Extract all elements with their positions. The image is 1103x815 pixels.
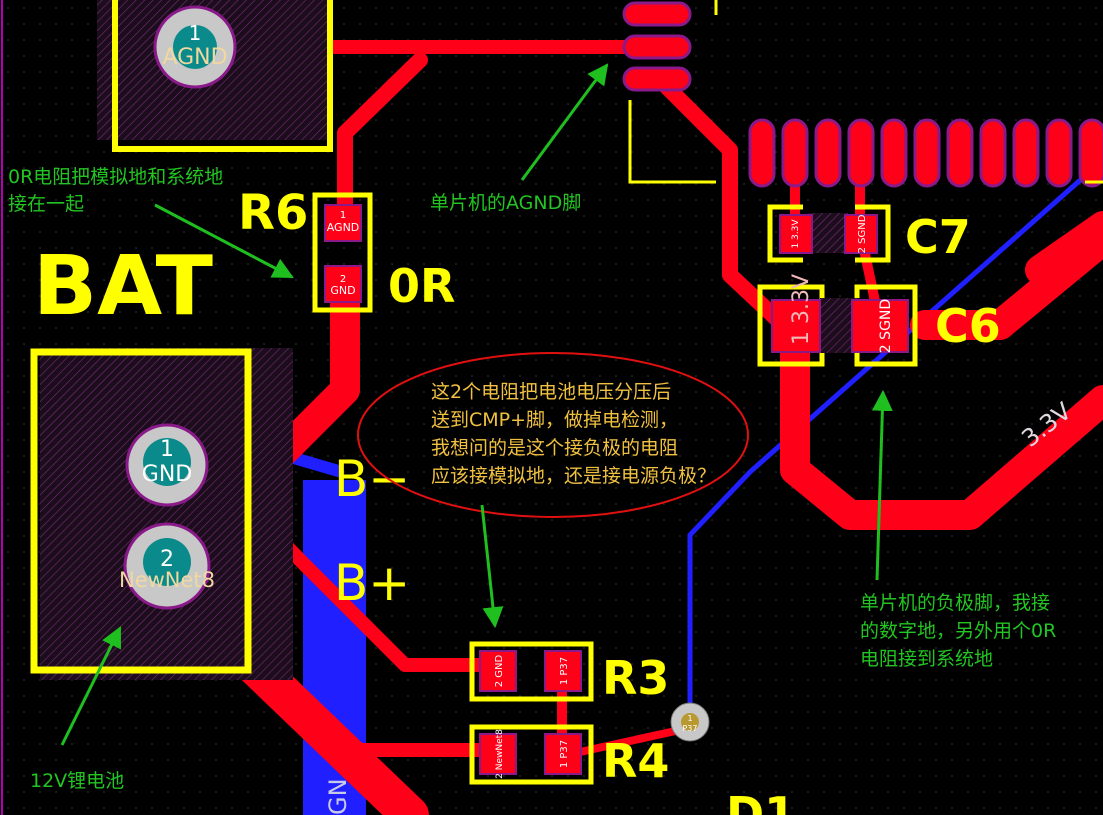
r6-pad-1-net: AGND: [327, 221, 360, 234]
question-line-3: 我想问的是这个接负极的电阻: [431, 437, 678, 459]
annotation-arrows: [60, 63, 893, 746]
b-plus-label: B+: [334, 554, 410, 612]
mcu-pin: [913, 118, 941, 188]
bat-pad-1-net: GND: [142, 462, 192, 487]
mcu-pin: [1012, 118, 1040, 188]
trace-mcu-pin-diag: [652, 72, 788, 330]
mcu-pin: [1078, 118, 1103, 188]
r6-value: 0R: [388, 259, 455, 313]
mcu-pins-left: [622, 1, 692, 92]
bat-pad-1-num: 1: [160, 437, 174, 462]
bat-designator: BAT: [33, 239, 213, 334]
r3-pad-2-text: 2 GND: [494, 654, 505, 687]
trace-agnd-to-r6: [337, 52, 428, 238]
bat-hatch: [40, 348, 293, 680]
c6-designator: C6: [935, 299, 1001, 353]
mcu-pins-bottom: [748, 118, 1103, 188]
c6-pad-1[interactable]: [771, 299, 821, 353]
c7-outline: [855, 204, 891, 263]
c7-pad-1-text: 1 3.3V: [791, 219, 801, 249]
r4-pad-2-text: 2 NewNet8: [495, 729, 505, 779]
bat-pad-2-hole: [143, 538, 191, 586]
mcu-pin: [1045, 118, 1073, 188]
r3-outline: [469, 641, 594, 702]
mcu-pin: [622, 66, 692, 92]
mcu-outline: [628, 100, 716, 184]
r4-designator: R4: [602, 734, 669, 788]
trace-r4-to-via: [576, 726, 684, 756]
r6-pad-2-net: GND: [330, 284, 355, 297]
bat-outline: [30, 348, 252, 674]
agnd-pad-num: 1: [189, 21, 202, 45]
c6-pad-2[interactable]: [851, 299, 909, 353]
arrow-to-battery: [60, 626, 122, 746]
agnd-pad-net: AGND: [162, 45, 227, 70]
trace-net-gnd: GN: [324, 778, 352, 815]
trace-newnet8-to-r4: [293, 688, 507, 757]
r6-note-line-2: 接在一起: [8, 193, 84, 215]
r6-note-line-1: 0R电阻把模拟地和系统地: [8, 166, 223, 188]
r6-pad-2[interactable]: [324, 265, 362, 303]
question-bubble: [357, 352, 749, 518]
via-p37-net: P37: [682, 724, 697, 733]
arrow-to-c6-gnd: [871, 389, 893, 581]
mcu-pin: [880, 118, 908, 188]
mcu-pin: [979, 118, 1007, 188]
question-line-1: 这2个电阻把电池电压分压后: [431, 381, 671, 403]
r3-pad-1[interactable]: [544, 650, 582, 692]
c6-pad-1-text: 1 3.3V: [789, 274, 814, 345]
c7-pad-1[interactable]: [779, 214, 813, 254]
trace-3v3-right: [1025, 211, 1103, 285]
b-minus-label: B−: [334, 450, 410, 508]
gnd-pin-note-line-2: 的数字地，另外用个0R: [860, 620, 1056, 642]
gnd-pin-note-line-3: 电阻接到系统地: [860, 648, 993, 670]
c7-outline: [767, 204, 803, 263]
r4-outline: [469, 724, 594, 785]
r4-pad-1-text: 1 P37: [559, 740, 570, 768]
r3-pad-1-text: 1 P37: [559, 657, 570, 685]
c7-body: [808, 213, 848, 253]
mcu-pin: [622, 1, 692, 27]
r6-pad-1-num: 1: [340, 210, 346, 221]
c7-pad-2[interactable]: [844, 214, 878, 254]
r6-outline: [312, 192, 373, 313]
bat-pad-2-num: 2: [160, 547, 174, 572]
arrow-to-agnd-pin: [520, 63, 609, 181]
bat-pad-1-hole: [143, 438, 191, 486]
c6-pad-2-text: 2 SGND: [878, 299, 894, 353]
r3-pad-2[interactable]: [479, 650, 517, 692]
agnd-pad-hole: [173, 25, 217, 69]
r4-pad-1[interactable]: [544, 733, 582, 775]
d1-designator: D1: [726, 787, 796, 815]
agnd-pad-outline: [112, 0, 333, 152]
via-p37-num: 1: [687, 714, 692, 723]
r3-designator: R3: [602, 651, 669, 705]
question-text: 这2个电阻把电池电压分压后 送到CMP+脚，做掉电检测， 我想问的是这个接负极的…: [431, 381, 716, 487]
bat-pad-2-net: NewNet8: [119, 568, 215, 592]
arrow-to-r3: [480, 504, 504, 629]
mcu-pin: [622, 34, 692, 60]
battery-note: 12V锂电池: [30, 770, 124, 792]
c7-pad-2-text: 2 SGND: [857, 214, 868, 253]
via-p37-hole: [681, 713, 699, 731]
r6-designator: R6: [238, 185, 308, 241]
r4-pad-2[interactable]: [479, 733, 517, 775]
mcu-pin: [814, 118, 842, 188]
gnd-pin-note-line-1: 单片机的负极脚，我接: [860, 592, 1050, 614]
question-line-2: 送到CMP+脚，做掉电检测，: [431, 409, 678, 431]
trace-3v3: [780, 330, 1103, 530]
trace-3v3-c6: [910, 225, 1103, 340]
mcu-pin: [781, 118, 809, 188]
arrow-to-r6: [154, 203, 294, 279]
agnd-note: 单片机的AGND脚: [430, 192, 581, 214]
question-line-4: 应该接模拟地，还是接电源负极？: [431, 465, 716, 487]
r6-pad-1[interactable]: [324, 204, 362, 242]
c7-designator: C7: [905, 210, 971, 264]
mcu-pin: [748, 118, 776, 188]
mcu-pin: [946, 118, 974, 188]
r6-pad-2-num: 2: [340, 274, 346, 285]
mcu-pin: [847, 118, 875, 188]
